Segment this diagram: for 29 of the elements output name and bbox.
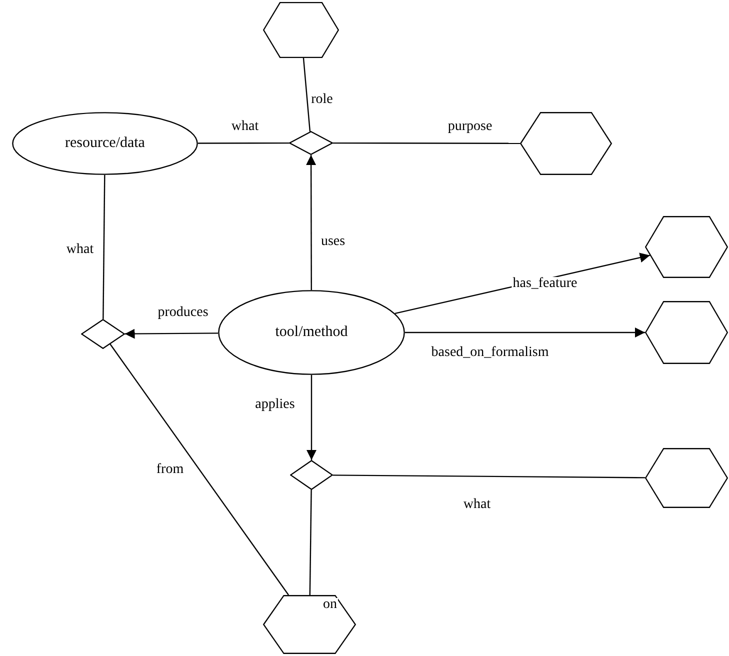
node-label: resource/data — [65, 134, 145, 154]
arrow — [306, 154, 316, 290]
connector-line — [332, 474, 646, 478]
edge-label: based_on_formalism — [430, 346, 550, 360]
hexagon-node — [645, 216, 728, 278]
node-label: tool/method — [275, 323, 348, 342]
connector-line — [198, 142, 290, 144]
ellipse-node — [218, 290, 405, 375]
ellipse-node — [12, 112, 198, 175]
hexagon-node — [263, 2, 339, 58]
hexagon-node — [645, 448, 728, 508]
relation-diamond — [289, 131, 333, 155]
arrow — [124, 328, 218, 339]
hexagon-node — [520, 112, 612, 175]
hexagon-node — [263, 595, 356, 654]
connector-line — [110, 344, 290, 596]
edge-label: has_feature — [512, 277, 578, 291]
edge-label: produces — [156, 306, 210, 320]
edge-label: applies — [254, 398, 296, 412]
connector-line — [332, 142, 520, 144]
relation-diamond — [81, 319, 125, 349]
edge-label: purpose — [446, 120, 494, 134]
relation-diamond — [290, 460, 333, 490]
connector-line — [102, 175, 106, 320]
connector-line — [302, 58, 311, 132]
connector-line — [309, 490, 312, 595]
arrow — [405, 328, 645, 338]
hexagon-node — [645, 301, 728, 364]
arrow — [306, 375, 316, 460]
